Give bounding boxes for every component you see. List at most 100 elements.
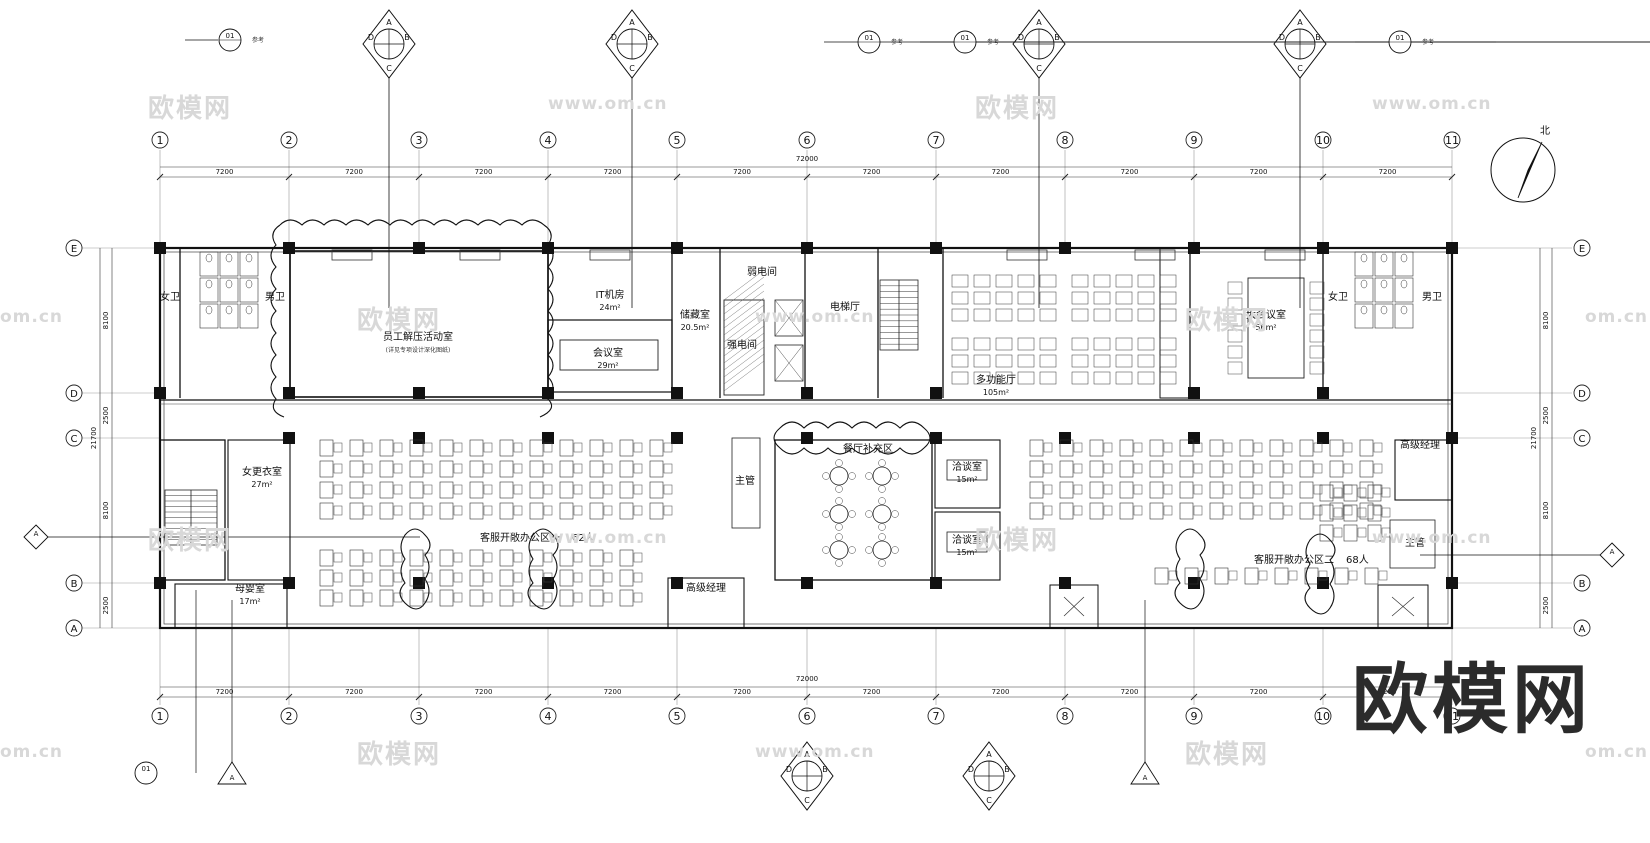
chair	[453, 552, 463, 563]
structural-column	[930, 387, 942, 399]
desk	[1179, 502, 1194, 520]
room-label: 主管	[735, 474, 755, 487]
chair	[453, 572, 463, 583]
detail-index-number: 01	[226, 32, 235, 40]
dimension-tick	[1448, 173, 1456, 181]
desk	[529, 460, 544, 478]
dimension-text: 7200	[1379, 168, 1397, 176]
desk	[1334, 567, 1349, 585]
seat	[1137, 337, 1155, 351]
desk	[1299, 502, 1314, 520]
north-circle	[1490, 137, 1556, 203]
chair	[1318, 570, 1328, 581]
desk	[1367, 484, 1382, 502]
room-note: (详见专项设计深化图纸)	[386, 346, 451, 354]
chair	[483, 484, 493, 495]
chair	[1343, 484, 1353, 495]
chair	[573, 484, 583, 495]
desk	[379, 569, 394, 587]
dining-chair	[848, 472, 856, 480]
seat	[951, 354, 969, 368]
room-label: 主管	[1405, 536, 1425, 549]
axis-label: 9	[1191, 710, 1198, 723]
axis-bubble	[1185, 707, 1203, 725]
chair	[573, 552, 583, 563]
desk	[469, 569, 484, 587]
desk	[1269, 502, 1284, 520]
seat	[1115, 337, 1133, 351]
seat	[1159, 354, 1177, 368]
desk	[1209, 481, 1224, 499]
dimension-tick	[285, 173, 293, 181]
desk	[529, 549, 544, 567]
seat	[973, 308, 991, 322]
desk	[559, 460, 574, 478]
chair	[1227, 329, 1243, 343]
chair	[363, 552, 373, 563]
toilet-stall	[199, 303, 219, 329]
structural-column	[930, 577, 942, 589]
seat	[995, 308, 1013, 322]
seat	[1137, 308, 1155, 322]
elevator-cross	[774, 299, 804, 337]
seat	[995, 291, 1013, 305]
chair	[1133, 463, 1143, 474]
room-label: 电梯厅	[830, 300, 860, 313]
chair	[1163, 484, 1173, 495]
seat	[1137, 291, 1155, 305]
structural-column	[801, 387, 813, 399]
chair	[453, 463, 463, 474]
chair	[633, 505, 643, 516]
dimension-text: 7200	[863, 688, 881, 696]
room-label: 弱电间	[747, 265, 777, 278]
desk	[439, 502, 454, 520]
seat	[1017, 354, 1035, 368]
toilet-stall	[219, 277, 239, 303]
structural-column	[413, 432, 425, 444]
detail-index-number: 01	[142, 765, 151, 773]
chair	[543, 552, 553, 563]
chair	[1309, 361, 1325, 375]
room-label: 大会议室	[1246, 308, 1286, 321]
seat	[1115, 291, 1133, 305]
room-label: 女卫	[1328, 290, 1348, 303]
structural-column	[154, 577, 166, 589]
desk	[1343, 524, 1358, 542]
chair	[363, 592, 373, 603]
chair	[633, 442, 643, 453]
seat	[1159, 371, 1177, 385]
axis-label: A	[1579, 624, 1586, 635]
desk	[1269, 460, 1284, 478]
structural-column	[283, 242, 295, 254]
structural-column	[930, 432, 942, 444]
seat	[1039, 371, 1057, 385]
desk	[589, 549, 604, 567]
chair	[1381, 507, 1391, 518]
chair	[1223, 463, 1233, 474]
chair	[1227, 281, 1243, 295]
desk	[649, 502, 664, 520]
dimension-text: 7200	[345, 168, 363, 176]
chair	[1283, 463, 1293, 474]
axis-label: 1	[157, 710, 164, 723]
seat	[1137, 371, 1155, 385]
revision-cloud	[527, 528, 559, 610]
shaft-cross	[1063, 596, 1085, 617]
chair	[1227, 313, 1243, 327]
chair	[1343, 442, 1353, 453]
desk	[319, 502, 334, 520]
chair	[663, 463, 673, 474]
chair	[483, 592, 493, 603]
toilet	[225, 305, 233, 315]
toilet	[205, 305, 213, 315]
dimension-text: 7200	[475, 688, 493, 696]
chair	[333, 552, 343, 563]
seat	[1159, 337, 1177, 351]
room-label: 储藏室	[680, 308, 710, 321]
structural-column	[671, 432, 683, 444]
dimension-tick	[803, 173, 811, 181]
desk	[439, 439, 454, 457]
desk	[499, 589, 514, 607]
desk	[1299, 481, 1314, 499]
detail-index-note: 参考	[987, 38, 999, 46]
